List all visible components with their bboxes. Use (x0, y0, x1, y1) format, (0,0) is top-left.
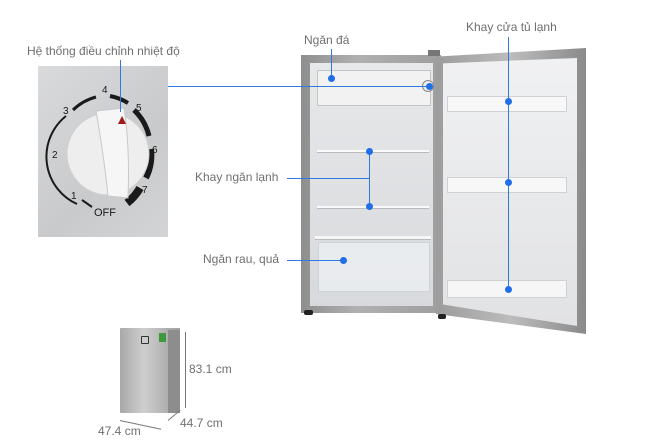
thermostat-dial-image: 1 2 3 4 5 6 7 OFF (38, 66, 168, 237)
callout-dot-crisper (340, 257, 347, 264)
callout-dot-door-tray-1 (505, 98, 512, 105)
fridge-shelf-3 (315, 236, 431, 240)
label-door-tray: Khay cửa tủ lạnh (466, 20, 557, 34)
callout-line-door-tray (508, 37, 509, 289)
fridge-shelf-2 (317, 206, 429, 209)
callout-dot-thermostat (426, 83, 433, 90)
small-fridge-side (168, 330, 180, 413)
dimension-height: 83.1 cm (189, 362, 232, 376)
callout-dot-fridge-shelf-1 (366, 148, 373, 155)
label-freezer: Ngăn đá (304, 33, 350, 47)
dimension-depth: 44.7 cm (180, 416, 223, 430)
dial-number-7: 7 (142, 185, 148, 196)
dial-number-3: 3 (63, 106, 69, 117)
callout-line-thermostat-vertical (120, 60, 121, 112)
dial-number-5: 5 (136, 103, 142, 114)
fridge-foot-left (304, 310, 313, 315)
fridge-foot-right (438, 314, 446, 319)
callout-line-thermostat (168, 86, 430, 87)
dial-number-1: 1 (71, 191, 77, 202)
dial-off-label: OFF (94, 207, 116, 219)
callout-dot-door-tray-2 (505, 179, 512, 186)
dial-number-6: 6 (152, 145, 158, 156)
callout-dot-freezer (328, 75, 335, 82)
small-fridge-brand-logo (141, 336, 149, 344)
height-arrow (185, 332, 186, 408)
dial-number-4: 4 (102, 85, 108, 96)
callout-line-fridge-shelf-v (369, 151, 370, 207)
label-crisper: Ngăn rau, quả (203, 252, 280, 266)
energy-label-sticker (159, 333, 166, 342)
callout-line-crisper (287, 260, 343, 261)
fridge-shelf-1 (317, 150, 429, 153)
label-fridge-shelf: Khay ngăn lạnh (195, 170, 279, 184)
dial-graphic: 1 2 3 4 5 6 7 OFF (45, 85, 158, 219)
callout-line-fridge-shelf-h (287, 178, 369, 179)
callout-line-freezer (331, 49, 332, 77)
crisper-drawer (318, 242, 430, 292)
dial-number-2: 2 (52, 150, 58, 161)
callout-dot-fridge-shelf-2 (366, 203, 373, 210)
callout-dot-door-tray-3 (505, 286, 512, 293)
label-thermostat: Hệ thống điều chỉnh nhiệt độ (27, 44, 180, 58)
door-hinge (428, 50, 440, 56)
dimension-width: 47.4 cm (98, 424, 141, 438)
